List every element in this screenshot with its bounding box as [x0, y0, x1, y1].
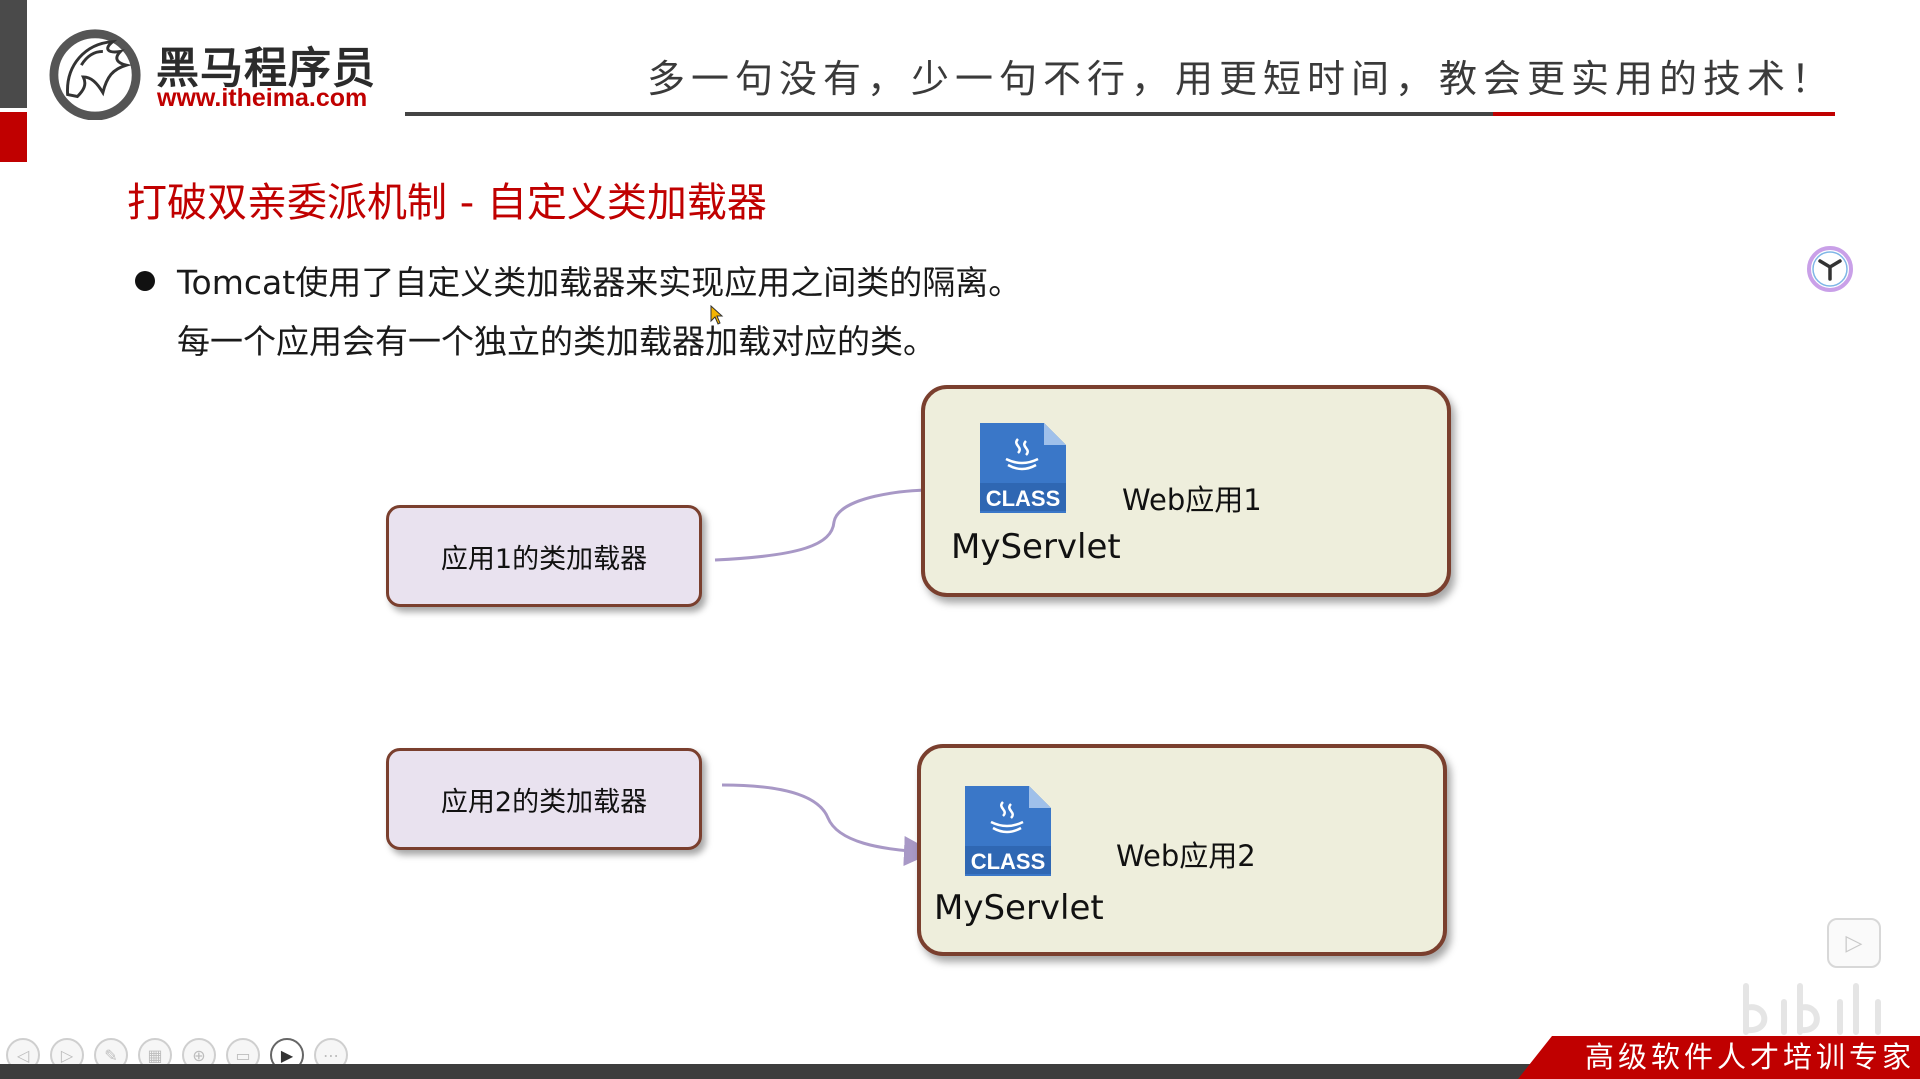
class-badge-text: CLASS — [971, 849, 1046, 874]
brand-url: www.itheima.com — [157, 84, 368, 112]
play-video-button[interactable]: ▷ — [1827, 918, 1881, 968]
web-app-label: Web应用2 — [1116, 839, 1256, 873]
left-edge-bar-gray — [0, 0, 27, 108]
mouse-cursor-icon — [710, 305, 724, 325]
footer-banner-text: 高级软件人才培训专家 — [1585, 1040, 1916, 1074]
bullet-text-line1: Tomcat使用了自定义类加载器来实现应用之间类的隔离。 — [177, 263, 1022, 302]
left-edge-bar-red — [0, 112, 27, 162]
play-icon: ▷ — [1845, 930, 1863, 956]
header-slogan: 多一句没有，少一句不行，用更短时间，教会更实用的技术！ — [646, 57, 1835, 101]
brand-logo: 黑马程序员 www.itheima.com — [48, 26, 375, 122]
header-rule — [405, 112, 1495, 116]
web-app-label: Web应用1 — [1122, 483, 1262, 517]
java-class-file-icon: CLASS — [980, 423, 1066, 513]
assistant-icon[interactable] — [1806, 245, 1854, 293]
bilibili-watermark-icon — [1743, 983, 1881, 1035]
class-badge-text: CLASS — [986, 486, 1061, 511]
loader-label: 应用1的类加载器 — [440, 543, 648, 575]
java-class-file-icon: CLASS — [965, 786, 1051, 876]
servlet-label: MyServlet — [934, 888, 1104, 928]
app1-classloader-box: 应用1的类加载器 — [386, 505, 702, 607]
connector-loader1-to-app1 — [714, 474, 958, 562]
horse-logo-icon — [49, 29, 141, 120]
bullet-text-line2: 每一个应用会有一个独立的类加载器加载对应的类。 — [177, 322, 936, 361]
slide-title: 打破双亲委派机制 - 自定义类加载器 — [127, 180, 767, 226]
brand-name: 黑马程序员 — [156, 44, 376, 94]
loader-label: 应用2的类加载器 — [440, 786, 648, 818]
footer-banner — [1518, 1036, 1920, 1079]
servlet-label: MyServlet — [951, 527, 1121, 567]
connector-loader2-to-app2 — [721, 783, 934, 866]
app2-classloader-box: 应用2的类加载器 — [386, 748, 702, 850]
web-app1-box: CLASS Web应用1 MyServlet — [921, 385, 1451, 597]
footer-strip — [0, 1064, 1920, 1079]
header-rule-accent — [1493, 112, 1835, 116]
web-app2-box: CLASS Web应用2 MyServlet — [917, 744, 1447, 956]
bullet-dot — [135, 271, 155, 291]
